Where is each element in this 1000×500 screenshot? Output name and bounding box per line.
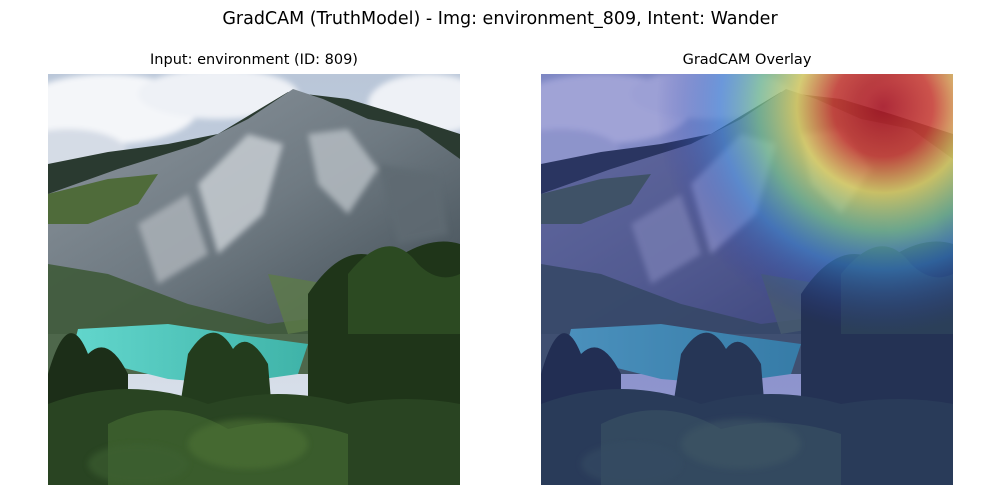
input-panel-title: Input: environment (ID: 809) — [150, 52, 358, 68]
overlay-panel-title: GradCAM Overlay — [682, 52, 812, 68]
figure-title: GradCAM (TruthModel) - Img: environment_… — [222, 9, 778, 29]
activation-heatmap — [541, 74, 953, 485]
input-image — [48, 74, 460, 485]
photo-scene — [48, 74, 460, 485]
gradcam-overlay-image — [541, 74, 953, 485]
